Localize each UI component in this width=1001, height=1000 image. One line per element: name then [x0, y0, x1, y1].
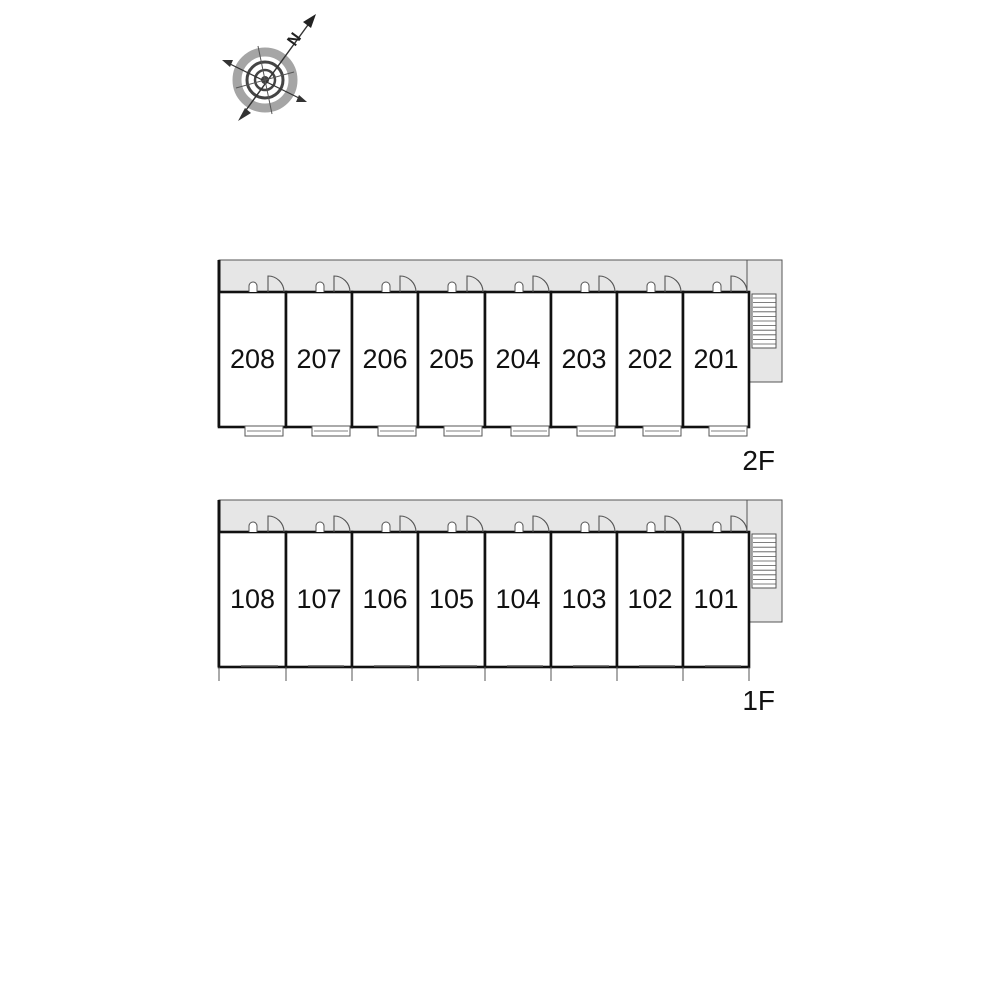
door-204	[532, 275, 550, 293]
room-number-104: 104	[495, 584, 540, 614]
door-108	[267, 515, 285, 533]
room-number-105: 105	[429, 584, 474, 614]
door-103	[598, 515, 616, 533]
meter-box-206	[381, 281, 391, 292]
room-103[interactable]	[549, 530, 619, 669]
room-number-206: 206	[362, 344, 407, 374]
room-number-101: 101	[693, 584, 738, 614]
corridor	[218, 259, 783, 295]
door-104	[532, 515, 550, 533]
floor-label-2f: 2F	[742, 445, 775, 476]
room-number-202: 202	[627, 344, 672, 374]
room-number-108: 108	[230, 584, 275, 614]
room-number-205: 205	[429, 344, 474, 374]
meter-box-202	[646, 281, 656, 292]
room-203[interactable]	[549, 290, 619, 429]
room-number-107: 107	[296, 584, 341, 614]
meter-box-102	[646, 521, 656, 532]
meter-box-207	[315, 281, 325, 292]
room-number-106: 106	[362, 584, 407, 614]
meter-box-108	[248, 521, 258, 532]
door-208	[267, 275, 285, 293]
room-106[interactable]	[350, 530, 420, 669]
door-203	[598, 275, 616, 293]
meter-box-203	[580, 281, 590, 292]
door-207	[333, 275, 351, 293]
meter-box-208	[248, 281, 258, 292]
meter-box-104	[514, 521, 524, 532]
room-101[interactable]	[681, 530, 751, 669]
floor-label-1f: 1F	[742, 685, 775, 716]
door-205	[466, 275, 484, 293]
room-number-207: 207	[296, 344, 341, 374]
meter-box-106	[381, 521, 391, 532]
door-206	[399, 275, 417, 293]
door-107	[333, 515, 351, 533]
room-number-208: 208	[230, 344, 275, 374]
meter-box-204	[514, 281, 524, 292]
room-207[interactable]	[284, 290, 354, 429]
meter-box-201	[712, 281, 722, 292]
meter-box-101	[712, 521, 722, 532]
floor-1f: 108 107 106 105 104 103 102 101 1F	[217, 499, 783, 716]
meter-box-105	[447, 521, 457, 532]
corridor	[218, 499, 783, 535]
door-102	[664, 515, 682, 533]
room-208[interactable]	[217, 290, 288, 429]
floor-2f: 208 207 206 205 204 203 202 201 2F	[217, 259, 783, 476]
room-number-203: 203	[561, 344, 606, 374]
meter-box-107	[315, 521, 325, 532]
meter-box-205	[447, 281, 457, 292]
room-number-102: 102	[627, 584, 672, 614]
door-202	[664, 275, 682, 293]
door-106	[399, 515, 417, 533]
room-number-103: 103	[561, 584, 606, 614]
door-201	[730, 275, 748, 293]
room-107[interactable]	[284, 530, 354, 669]
meter-box-103	[580, 521, 590, 532]
room-number-204: 204	[495, 344, 540, 374]
room-108[interactable]	[217, 530, 288, 669]
room-number-201: 201	[693, 344, 738, 374]
door-101	[730, 515, 748, 533]
door-105	[466, 515, 484, 533]
compass-rose-icon: N	[222, 14, 316, 121]
